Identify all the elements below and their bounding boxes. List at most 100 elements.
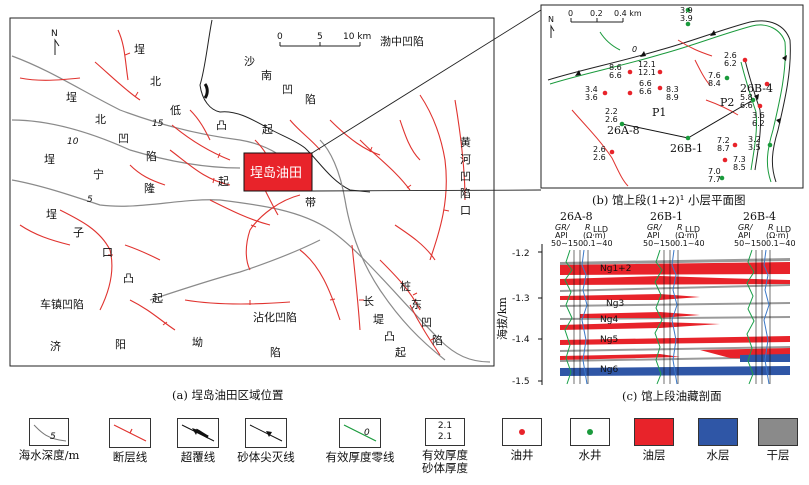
svg-text:阳: 阳 (115, 338, 126, 351)
oil-well-swatch (502, 418, 542, 446)
svg-text:R: R (768, 223, 774, 232)
svg-text:陷: 陷 (432, 333, 443, 347)
svg-text:8.4: 8.4 (708, 79, 721, 88)
water-layer-swatch (698, 418, 738, 446)
svg-text:0: 0 (364, 428, 370, 438)
region-huanghe: 黄 河 凹 陷 口 (460, 135, 471, 217)
svg-text:东: 东 (411, 298, 422, 311)
svg-text:API: API (555, 231, 568, 240)
contour-label-15: 15 (152, 119, 164, 129)
svg-text:0.1~40: 0.1~40 (675, 239, 705, 248)
scale-bar-a: 0 5 10 km (277, 32, 371, 47)
svg-text:堤: 堤 (373, 313, 384, 326)
svg-text:低: 低 (170, 104, 181, 117)
overlap-mark (203, 83, 209, 99)
svg-text:LLD: LLD (776, 225, 791, 234)
well-values-b: 3.9 3.9 2.6 6.2 8.6 6.6 12.1 12.1 7.6 8.… (585, 6, 765, 184)
r-curves (581, 249, 770, 385)
svg-text:长: 长 (363, 295, 374, 308)
svg-text:0.4 km: 0.4 km (614, 9, 642, 18)
pinchout-boundary (547, 20, 791, 183)
svg-text:2.6: 2.6 (593, 153, 606, 162)
svg-text:口: 口 (102, 246, 113, 259)
fault-swatch (109, 418, 151, 448)
svg-text:起: 起 (218, 175, 229, 188)
north-label-a: N (51, 29, 58, 39)
svg-text:6.2: 6.2 (752, 119, 765, 128)
svg-text:2.6: 2.6 (605, 115, 618, 124)
north-arrow-a (54, 38, 60, 55)
region-chengning: 埕 宁 隆 起 (44, 153, 229, 195)
svg-text:5: 5 (50, 432, 56, 442)
legend-water-well: 水井 (562, 418, 618, 462)
fault-ticks-a (108, 91, 450, 341)
svg-text:8.9: 8.9 (666, 93, 679, 102)
svg-text:0.1~40: 0.1~40 (766, 239, 796, 248)
chengdao-field-box (243, 152, 313, 192)
svg-text:7.0: 7.0 (708, 167, 721, 176)
svg-text:8.5: 8.5 (733, 163, 746, 172)
svg-text:凸: 凸 (384, 330, 395, 343)
svg-text:0.2: 0.2 (590, 9, 603, 18)
svg-text:7.2: 7.2 (717, 136, 730, 145)
inset-connector (311, 9, 542, 192)
section-y-axis (538, 244, 543, 385)
svg-text:(Ω·m): (Ω·m) (766, 231, 789, 240)
fault-lines-a (19, 29, 466, 356)
panel-c-section: -1.2 -1.3 -1.4 -1.5 海拔/km 26A-8 26B-1 26… (495, 210, 796, 387)
svg-text:埕: 埕 (46, 208, 57, 221)
legend-oil-layer: 油层 (626, 418, 682, 462)
legend-zero-line: 0 有效厚度零线 (312, 418, 408, 464)
water-well-swatch (570, 418, 610, 446)
caption-a: (a) 埕岛油田区域位置 (172, 388, 284, 402)
svg-text:Ng4: Ng4 (600, 315, 618, 325)
svg-text:6.6: 6.6 (609, 71, 622, 80)
gr-curves (564, 249, 755, 385)
svg-text:凹: 凹 (421, 316, 432, 329)
svg-text:5: 5 (317, 32, 323, 42)
svg-text:26B-1: 26B-1 (650, 210, 683, 223)
legend: 5 海水深度/m 断层线 超覆线 砂体尖灭线 0 有效厚度零线 2.1 (0, 418, 809, 485)
contour-label-5: 5 (87, 195, 93, 205)
legend-dry-layer: 干层 (750, 418, 806, 462)
svg-text:沙: 沙 (244, 55, 255, 68)
svg-text:(Ω·m): (Ω·m) (675, 231, 698, 240)
svg-text:26A-8: 26A-8 (560, 210, 593, 223)
svg-text:口: 口 (460, 204, 471, 217)
svg-text:陷: 陷 (146, 149, 157, 163)
region-tu: 凸 (123, 272, 134, 285)
svg-text:桩: 桩 (400, 279, 411, 293)
svg-text:Ng1+2: Ng1+2 (600, 264, 631, 274)
svg-text:3.6: 3.6 (752, 111, 765, 120)
log-headers: GR/ API 50~150 R LLD (Ω·m) 0.1~40 GR/ AP… (551, 223, 796, 248)
region-qi: 起 (152, 292, 163, 305)
svg-text:2.2: 2.2 (605, 107, 618, 116)
svg-text:50~150: 50~150 (551, 239, 583, 248)
svg-text:6.6: 6.6 (639, 87, 652, 96)
svg-text:凹: 凹 (460, 170, 471, 183)
svg-text:凹: 凹 (282, 83, 293, 96)
svg-text:GR/: GR/ (647, 223, 663, 232)
legend-thickness: 2.1 2.1 有效厚度 砂体厚度 (410, 418, 480, 475)
svg-text:3.4: 3.4 (585, 85, 598, 94)
region-dai: 带 (305, 196, 316, 209)
svg-text:LLD: LLD (593, 225, 608, 234)
region-jiyang: 济 阳 坳 陷 (50, 335, 281, 359)
svg-text:R: R (677, 223, 683, 232)
svg-text:埕: 埕 (134, 43, 145, 56)
north-arrow-b (550, 24, 555, 38)
svg-text:济: 济 (50, 339, 61, 353)
legend-oil-well: 油井 (494, 418, 550, 462)
region-chengbei-low: 埕 北 低 凸 起 (134, 43, 273, 136)
svg-text:-1.2: -1.2 (512, 249, 530, 259)
region-shanan: 沙 南 凹 陷 (244, 55, 316, 106)
pinchout-swatch (245, 418, 287, 448)
svg-text:子: 子 (73, 226, 84, 239)
svg-text:陷: 陷 (305, 92, 316, 106)
svg-text:0.1~40: 0.1~40 (583, 239, 613, 248)
svg-text:(Ω·m): (Ω·m) (583, 231, 606, 240)
svg-text:2.6: 2.6 (593, 145, 606, 154)
svg-text:API: API (647, 231, 660, 240)
panel-a-frame (9, 17, 495, 367)
region-zikou: 埕 子 口 (46, 208, 113, 259)
